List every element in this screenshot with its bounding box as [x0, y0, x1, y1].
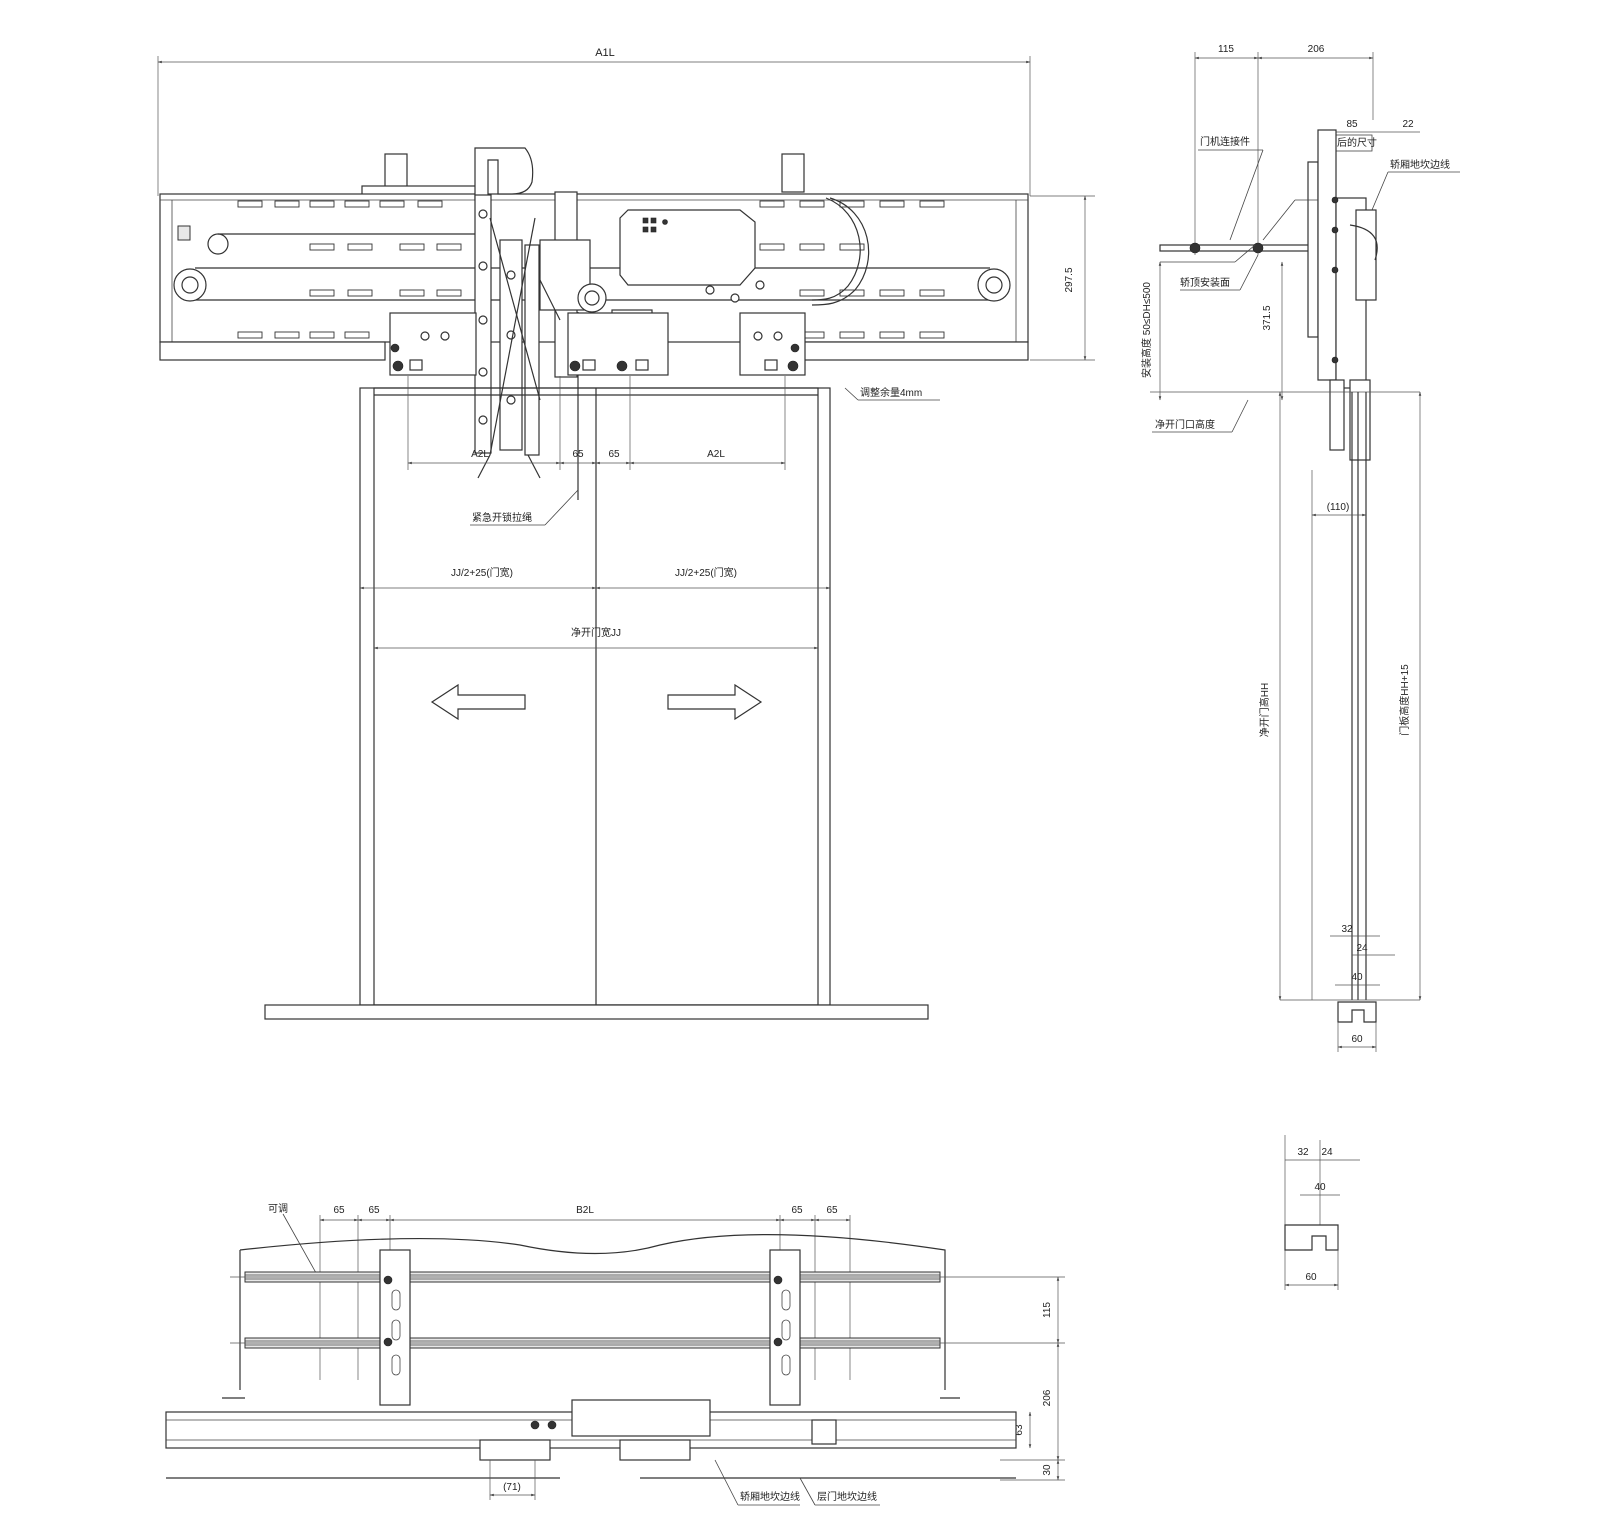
open-right-arrow-icon — [667, 683, 763, 721]
dim-panel-height: 门板高度HH+15 — [1398, 391, 1422, 1001]
dim-a2l-right: A2L — [707, 449, 725, 460]
dim-half-widths: JJ/2+25(门宽) JJ/2+25(门宽) — [359, 566, 831, 590]
detail-dim-40: 40 — [1314, 1182, 1326, 1193]
top-dim-30: 30 — [1042, 1464, 1053, 1476]
dim-clear-height-label: 净开门高HH — [1258, 683, 1271, 737]
top-dim-65-d: 65 — [826, 1205, 838, 1216]
track-bar-left — [159, 341, 386, 361]
detail-dim-24: 24 — [1321, 1147, 1333, 1158]
cable-loop — [811, 197, 870, 306]
track-bar-right — [799, 341, 1029, 361]
note-emergency-text: 紧急开锁拉绳 — [472, 511, 532, 524]
top-dim-b2l: B2L — [576, 1205, 594, 1216]
side-dim-85: 85 — [1346, 119, 1358, 130]
dim-371-label: 371.5 — [1262, 305, 1273, 330]
side-dim-40: 40 — [1351, 972, 1363, 983]
dim-297-label: 297.5 — [1064, 267, 1075, 292]
dim-half-left: JJ/2+25(门宽) — [451, 566, 513, 579]
door-panels — [264, 387, 929, 1020]
top-view: 可调 65 65 B2L 65 65 — [165, 1203, 1065, 1506]
side-dim-32: 32 — [1341, 924, 1353, 935]
dim-85-22: 85 22 前后的尺寸 — [1323, 119, 1420, 152]
dim-clear-width-label: 净开门宽JJ — [571, 626, 621, 639]
dim-71: (71) — [489, 1460, 536, 1500]
top-outline — [239, 1234, 946, 1390]
open-left-arrow-icon — [430, 683, 526, 721]
top-post-right — [781, 153, 805, 193]
dim-110: (110) — [1311, 470, 1367, 1000]
dim-65-right: 65 — [608, 449, 620, 460]
side-dim-22: 22 — [1402, 119, 1414, 130]
note-connector: 门机连接件 — [1198, 135, 1264, 241]
sill — [264, 1004, 929, 1020]
sill-profile — [1284, 1224, 1339, 1251]
note-clear-height-line-text: 净开门口高度 — [1155, 418, 1215, 431]
top-dims-row: 可调 65 65 B2L 65 65 — [268, 1203, 851, 1380]
top-dim-63: 63 — [1014, 1424, 1025, 1436]
dim-a2l-row: A2L 65 65 A2L — [407, 376, 786, 470]
top-dim-65-a: 65 — [333, 1205, 345, 1216]
note-adjust: 调整余量4mm — [844, 386, 940, 401]
top-right-dims: 115 206 63 30 — [1000, 1276, 1065, 1481]
top-sill-notes: 轿厢地坎边线 层门地坎边线 — [714, 1459, 880, 1506]
top-hanger-right — [769, 1249, 801, 1406]
operator-profile — [1159, 129, 1378, 461]
motor-top — [571, 1399, 711, 1437]
dim-a2l-left: A2L — [471, 449, 489, 460]
dim-a1l-label: A1L — [595, 47, 615, 59]
note-adjust-text: 调整余量4mm — [860, 386, 922, 399]
note-mount-face-text: 轿顶安装面 — [1180, 276, 1230, 289]
note-adjustable: 可调 — [268, 1203, 288, 1215]
side-dim-206: 206 — [1308, 44, 1325, 55]
side-sill-dims: 32 24 40 60 — [1330, 924, 1395, 1052]
note-clear-height-line: 净开门口高度 — [1152, 399, 1249, 433]
front-view: A1L — [157, 47, 1095, 1020]
top-dim-65-c: 65 — [791, 1205, 803, 1216]
dim-clear-height: 净开门高HH — [1258, 391, 1282, 1001]
door-panel-profile — [1351, 392, 1367, 1000]
hanger-plate-left — [389, 312, 477, 376]
side-dim-60: 60 — [1351, 1034, 1363, 1045]
top-dim-206: 206 — [1042, 1389, 1053, 1406]
top-dim-71-label: (71) — [503, 1482, 521, 1493]
top-note-car-sill: 轿厢地坎边线 — [740, 1490, 800, 1503]
top-dim-65-b: 65 — [368, 1205, 380, 1216]
dim-half-right: JJ/2+25(门宽) — [675, 566, 737, 579]
dim-371: 371.5 — [1262, 261, 1284, 401]
note-car-sill-side: 轿厢地坎边线 — [1371, 158, 1460, 211]
note-install-height: 安装高度 50≤DH≤500 — [1140, 282, 1153, 378]
dim-110-label: (110) — [1327, 502, 1350, 513]
dim-115-206: 115 206 — [1194, 44, 1374, 255]
top-lower-beam — [165, 1397, 1017, 1479]
dim-65-left: 65 — [572, 449, 584, 460]
dim-a1l: A1L — [157, 47, 1031, 196]
tensioner-pulley — [207, 233, 229, 255]
door-motor — [619, 209, 765, 303]
sill-detail: 32 24 40 60 — [1284, 1135, 1360, 1290]
side-dim-115: 115 — [1218, 44, 1234, 55]
top-hanger-left — [379, 1249, 411, 1406]
note-emergency: 紧急开锁拉绳 — [470, 489, 579, 526]
detail-dim-32: 32 — [1297, 1147, 1309, 1158]
dim-clear-width: 净开门宽JJ — [373, 626, 819, 650]
dim-panel-height-label: 门板高度HH+15 — [1398, 664, 1411, 736]
note-connector-text: 门机连接件 — [1200, 135, 1250, 148]
side-note-size: 前后的尺寸 — [1327, 136, 1377, 149]
note-mount-face: 轿顶安装面 安装高度 50≤DH≤500 — [1140, 244, 1259, 401]
dim-297: 297.5 — [1030, 195, 1095, 361]
side-view: 115 206 85 22 前后的尺寸 门机连接件 轿厢地坎边线 — [1140, 44, 1460, 1052]
top-rails — [230, 1271, 1065, 1349]
note-car-sill-side-text: 轿厢地坎边线 — [1390, 158, 1450, 171]
top-note-landing-sill: 层门地坎边线 — [817, 1490, 877, 1503]
header-slots — [237, 200, 945, 339]
hanger-plate-right — [739, 312, 806, 376]
side-dim-24: 24 — [1356, 943, 1368, 954]
detail-dim-60: 60 — [1305, 1272, 1317, 1283]
top-dim-115: 115 — [1042, 1302, 1053, 1318]
